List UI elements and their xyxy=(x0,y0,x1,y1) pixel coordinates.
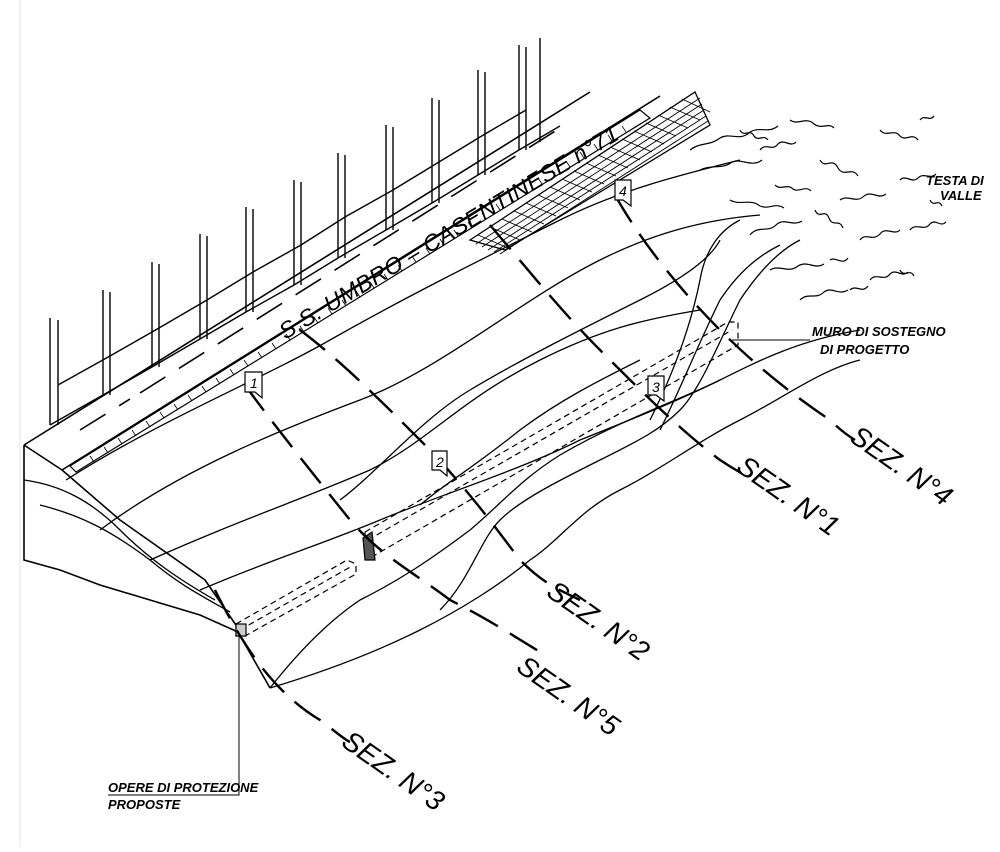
marker-1-shape xyxy=(244,371,263,400)
section-label-3: SEZ. N°3 xyxy=(337,725,451,818)
marker-2-label: 2 xyxy=(435,454,444,470)
head-of-valley-line1: TESTA DI xyxy=(926,173,984,188)
leader-lines xyxy=(108,339,810,796)
protection-works-line2: PROPOSTE xyxy=(108,797,181,812)
road-label: S.S. UMBRO – CASENTINESE n°71 xyxy=(274,120,623,344)
marker-4-label: 4 xyxy=(619,183,627,199)
section-label-1: SEZ. N°1 xyxy=(732,450,846,543)
head-of-valley-line2: VALLE xyxy=(940,188,982,203)
marker-4-shape xyxy=(614,179,632,208)
marker-3-label: 3 xyxy=(652,379,660,395)
marker-2-shape xyxy=(431,450,448,478)
section-label-4: SEZ. N°4 xyxy=(845,420,959,513)
section-label-5: SEZ. N°5 xyxy=(512,650,626,743)
section-line-1-path xyxy=(244,384,546,657)
marker-1-label: 1 xyxy=(250,375,258,391)
section-markers xyxy=(244,179,665,478)
slope-contours xyxy=(23,159,861,689)
section-label-2: SEZ. N°2 xyxy=(542,575,656,668)
retaining-wall-outline xyxy=(362,321,739,561)
marker-3-shape xyxy=(647,375,665,403)
retaining-wall-line1: MURO DI SOSTEGNO xyxy=(812,324,946,339)
shoulder-hatching xyxy=(69,109,652,473)
rockfall-net-grid xyxy=(468,91,711,255)
retaining-wall-line2: DI PROGETTO xyxy=(820,342,909,357)
protection-works-outline xyxy=(235,559,357,637)
road xyxy=(23,91,661,689)
protection-works-line1: OPERE DI PROTEZIONE xyxy=(108,780,259,795)
scree-rocks xyxy=(689,115,947,301)
section-lines xyxy=(213,194,856,744)
